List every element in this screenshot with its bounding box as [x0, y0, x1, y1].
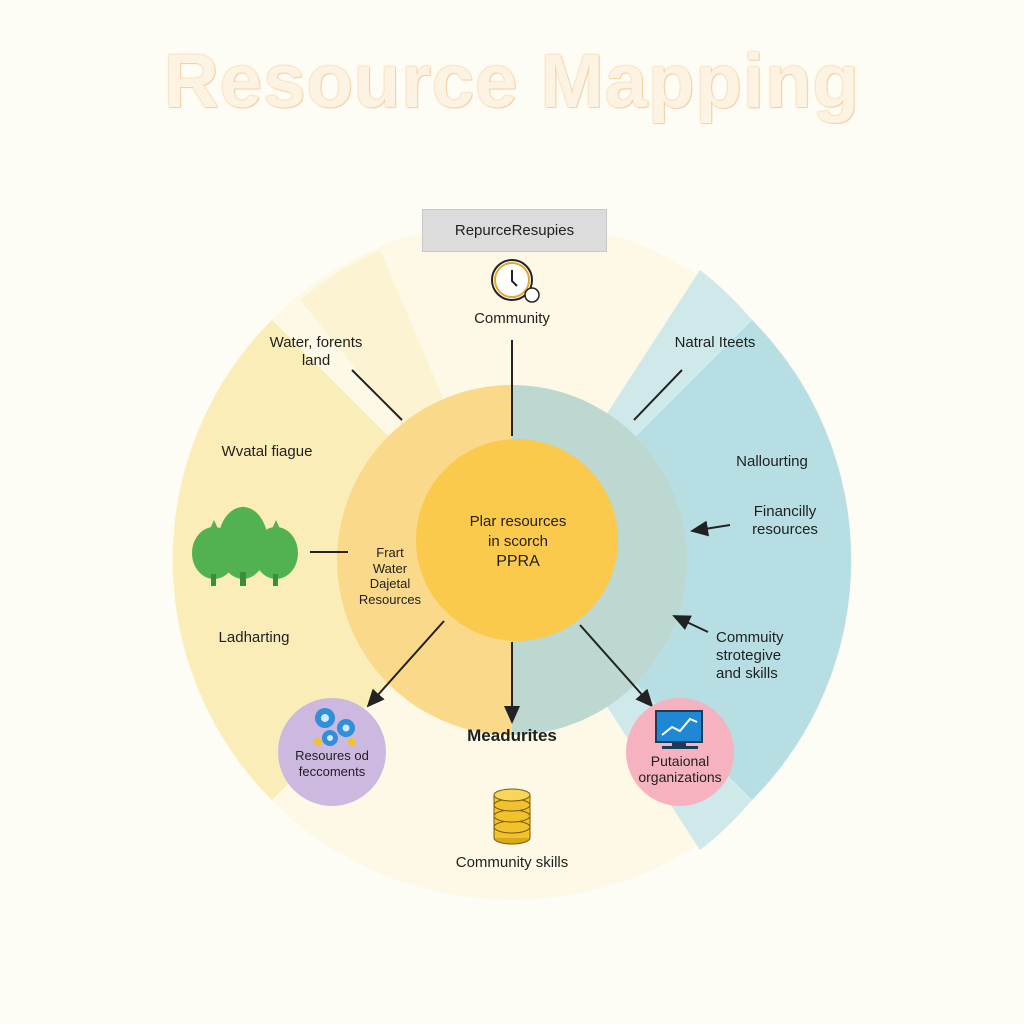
center-line-1: Plar resources: [469, 513, 567, 530]
inner-resources-label: Frart Water Dajetal Resources: [358, 545, 422, 607]
computer-chart-icon: [655, 710, 703, 749]
nallourting-label: Nallourting: [736, 453, 808, 470]
gears-icon: [314, 708, 356, 746]
connector-top-right: [633, 369, 683, 421]
center-line-3: PPRA: [496, 553, 540, 570]
ladharting-label: Ladharting: [218, 629, 290, 646]
financially-label: Financilly resources: [752, 503, 818, 538]
arrow-purple: [366, 620, 445, 708]
center-line-2: in scorch: [487, 533, 549, 550]
water-forents-label: Water, forents land: [269, 334, 363, 369]
commuity-label: Commuity strotegive and skills: [716, 629, 784, 682]
community-label: Community: [474, 310, 550, 327]
page-title: Resource Mapping: [164, 39, 860, 124]
pink-circle: [626, 698, 734, 806]
purple-circle-label: Resoures od feccoments: [295, 748, 369, 779]
community-skills-label: Community skills: [455, 854, 569, 871]
natral-iteets-label: Natral Iteets: [674, 334, 756, 351]
meadurites-label: Meadurites: [467, 726, 557, 745]
arrow-commuity: [672, 615, 709, 633]
center-circle: [416, 439, 618, 641]
wvatal-fiague-label: Wvatal fiague: [221, 443, 313, 460]
purple-circle: [278, 698, 386, 806]
tree-icon: [192, 506, 298, 586]
arrow-financially: [690, 520, 731, 537]
arrow-pink: [579, 624, 654, 708]
header-box: RepurceResupies: [422, 209, 607, 252]
pink-circle-label: Putaional organizations: [638, 753, 722, 785]
clock-icon: [491, 259, 540, 303]
coins-icon: [493, 788, 531, 845]
connector-top-left: [351, 369, 403, 421]
